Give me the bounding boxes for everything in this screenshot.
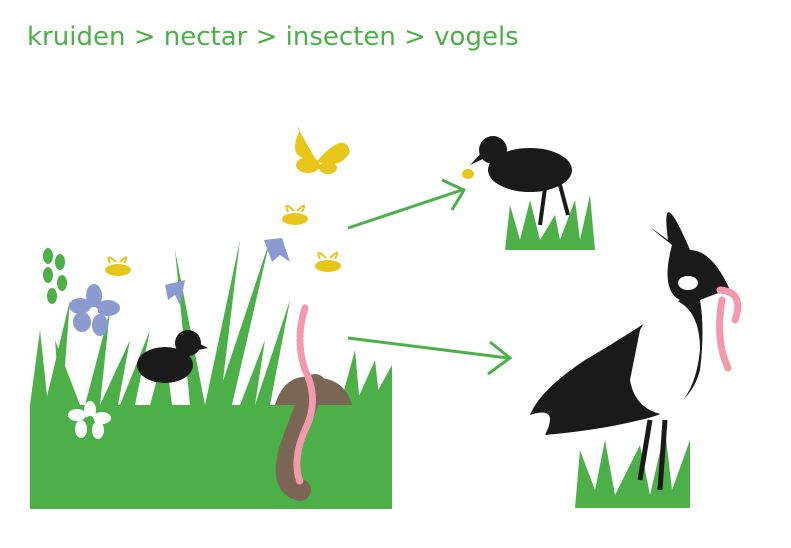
arrow-to-chick [347,178,467,230]
grass-ground [30,405,392,509]
herb-leaves [43,248,67,304]
blue-flower-icon [69,284,120,336]
meadow-scene [30,126,392,509]
butterfly-icon [295,126,350,174]
bee-icon [105,204,341,276]
earthworm [275,374,326,501]
bellflower-icon [264,238,290,262]
arrow-to-lapwing [347,336,513,376]
insect-icon [462,169,474,179]
bellflower-icon [165,280,185,305]
lapwing-bird [530,212,742,508]
white-flower-icon [68,401,111,439]
chick-eating-insect [462,136,595,250]
chick-silhouette [137,330,208,383]
food-chain-title: kruiden > nectar > insecten > vogels [27,22,519,52]
